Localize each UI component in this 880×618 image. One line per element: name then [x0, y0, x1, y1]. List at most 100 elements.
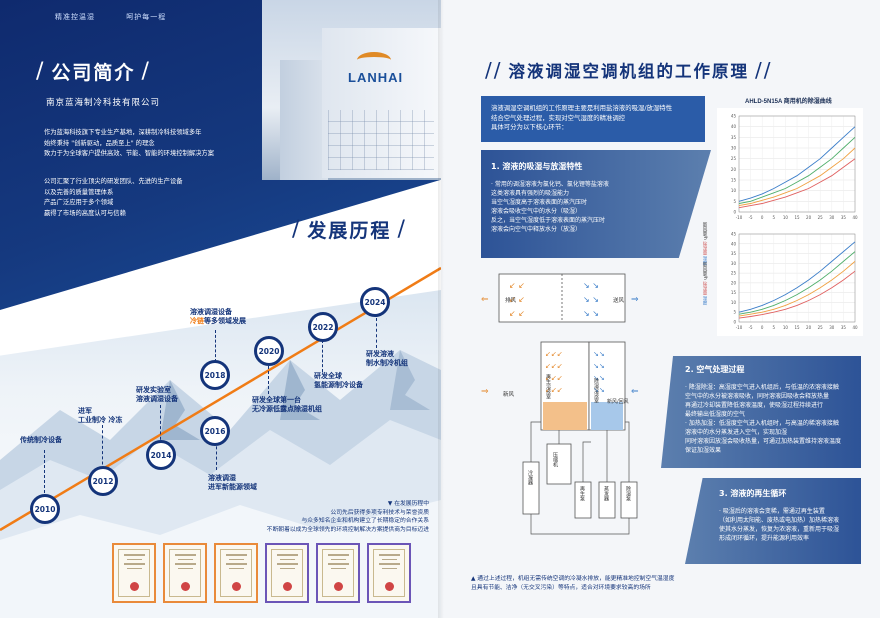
year-2012: 2012	[88, 466, 118, 496]
series-line-4	[738, 241, 856, 313]
year-2022: 2022	[308, 312, 338, 342]
x-tick-label: 25	[818, 215, 824, 220]
x-tick-label: -5	[749, 215, 753, 220]
svg-text:↙↙↙: ↙↙↙	[545, 350, 563, 358]
x-tick-label: 30	[829, 325, 835, 330]
svg-text:⇒: ⇒	[631, 295, 639, 305]
svg-text:↘↘: ↘↘	[593, 362, 605, 370]
intro-box: 溶液调湿空调机组的工作原理主要是利用盐溶液的吸湿/放湿特性 结合空气处理过程，实…	[481, 96, 705, 142]
certificate-image	[214, 543, 258, 603]
section3-banner: 3. 溶液的再生循环 · 吸湿后的溶液会变稀，需通过再生装置 （如利用太阳能、废…	[685, 478, 861, 564]
certificate-image	[316, 543, 360, 603]
year-2020: 2020	[254, 336, 284, 366]
x-tick-label: 30	[829, 215, 835, 220]
x-tick-label: 40	[852, 215, 858, 220]
right-page: // 溶液调湿空调机组的工作原理 // 溶液调湿空调机组的工作原理主要是利用盐溶…	[441, 0, 880, 618]
x-tick-label: 0	[761, 215, 764, 220]
chart-title: AHLD-5N15A 商用机的除湿曲线	[745, 99, 832, 105]
milestone-2012-label: 进军 工业制冷 冷冻	[78, 407, 123, 424]
x-tick-label: 0	[761, 325, 764, 330]
svg-text:↘ ↘: ↘ ↘	[583, 309, 599, 318]
building-logo-text: LANHAI	[348, 70, 404, 85]
footer-note: ▲ 通过上述过程，机组无需传统空调的冷凝水排放，能更精准地控制空气温湿度 且具有…	[471, 576, 675, 591]
slash-icon: /	[36, 59, 46, 84]
x-tick-label: 5	[773, 325, 776, 330]
x-tick-label: 20	[806, 215, 812, 220]
certificate-gallery	[112, 543, 411, 603]
x-tick-label: 10	[783, 215, 789, 220]
year-2018: 2018	[200, 360, 230, 390]
x-tick-label: 35	[841, 325, 847, 330]
y-tick-label: 45	[731, 114, 737, 119]
company-building-photo: LANHAI	[262, 0, 441, 180]
y-tick-label: 15	[731, 290, 737, 295]
supply-label: 送风	[613, 298, 625, 304]
y-tick-label: 0	[733, 320, 736, 325]
regen-tower-label: 再生溶液室	[545, 374, 551, 399]
history-section-title: / 发展历程 /	[292, 217, 407, 242]
slash-icon: //	[485, 58, 503, 82]
regen-pump-label: 再生泵	[579, 486, 585, 501]
y-tick-label: 30	[731, 146, 737, 151]
series-line-1	[738, 158, 856, 209]
slash-icon: /	[397, 217, 407, 242]
plot-frame	[738, 115, 856, 213]
year-2016: 2016	[200, 416, 230, 446]
dehumid-tower-label: 除湿溶液室	[593, 378, 599, 403]
milestone-2010-label: 传统制冷设备	[20, 436, 62, 444]
x-tick-label: -10	[736, 215, 743, 220]
logo-icon	[357, 52, 391, 68]
certificate-image	[367, 543, 411, 603]
x-tick-label: 10	[783, 325, 789, 330]
svg-text:↘ ↘: ↘ ↘	[583, 281, 599, 290]
milestone-2024-label: 研发溶液 制水制冷机组	[366, 350, 408, 367]
svg-text:⇐: ⇐	[481, 295, 489, 305]
certificate-note: ▼ 在发展历程中 公司先后获得多项专利技术与荣誉资质 与众多知名企业和机构建立了…	[266, 501, 429, 533]
plot-frame	[738, 233, 856, 323]
slash-icon: /	[292, 217, 302, 242]
series-line-2	[738, 261, 856, 317]
milestone-2022-label: 研发全球 氢能源制冷设备	[314, 372, 363, 389]
principle-title: // 溶液调湿空调机组的工作原理 //	[485, 58, 773, 82]
header-tab: 精准控温湿	[55, 13, 95, 21]
svg-text:↙↙↙: ↙↙↙	[545, 362, 563, 370]
svg-text:↙ ↙: ↙ ↙	[509, 281, 525, 290]
company-intro-para1: 作为蓝海科技旗下专业生产基地，深耕制冷科技领域多年 始终秉持 "创新驱动，品质至…	[44, 129, 215, 157]
y-tick-label: 5	[733, 310, 736, 315]
certificate-image	[112, 543, 156, 603]
y-tick-label: 35	[731, 251, 737, 256]
y-tick-label: 10	[731, 188, 737, 193]
y-tick-label: 30	[731, 261, 737, 266]
svg-text:↘↘: ↘↘	[593, 386, 605, 394]
series-line-4	[738, 126, 856, 202]
x-tick-label: 15	[794, 325, 800, 330]
y-tick-label: 35	[731, 135, 737, 140]
svg-text:↘↘: ↘↘	[593, 374, 605, 382]
y-tick-label: 5	[733, 199, 736, 204]
svg-text:⇒: ⇒	[481, 387, 489, 397]
section2-banner: 2. 空气处理过程 · 降湿除湿：高湿度空气进入机组后，与低温的浓溶液接触 空气…	[661, 356, 861, 468]
header-tabs: 精准控温湿 呵护每一程	[55, 12, 194, 22]
year-2024: 2024	[360, 287, 390, 317]
year-2014: 2014	[146, 440, 176, 470]
slash-icon: /	[141, 59, 151, 84]
x-tick-label: 5	[773, 215, 776, 220]
company-intro-para2: 公司汇聚了行业顶尖的研发团队、先进的生产设备 以及完善的质量管理体系 产品广泛应…	[44, 178, 183, 217]
y-tick-label: 25	[731, 156, 737, 161]
exhaust-label: 排风	[505, 298, 517, 304]
svg-text:↙↙↙: ↙↙↙	[545, 374, 563, 382]
x-tick-label: 25	[818, 325, 824, 330]
section1-title: 1. 溶液的吸湿与放湿特性	[491, 162, 583, 171]
y-tick-label: 20	[731, 280, 737, 285]
series-line-1	[738, 270, 856, 319]
x-tick-label: 35	[841, 215, 847, 220]
y-tick-label: 45	[731, 232, 737, 237]
x-tick-label: 40	[852, 325, 858, 330]
chart-legend: 新风量/h 除湿量 温度	[702, 222, 707, 266]
milestone-2014-label: 研发实验室 溶液调湿设备	[136, 386, 178, 403]
y-tick-label: 0	[733, 210, 736, 215]
header-tab: 呵护每一程	[126, 13, 167, 21]
condenser-label: 冷凝器	[527, 470, 533, 485]
